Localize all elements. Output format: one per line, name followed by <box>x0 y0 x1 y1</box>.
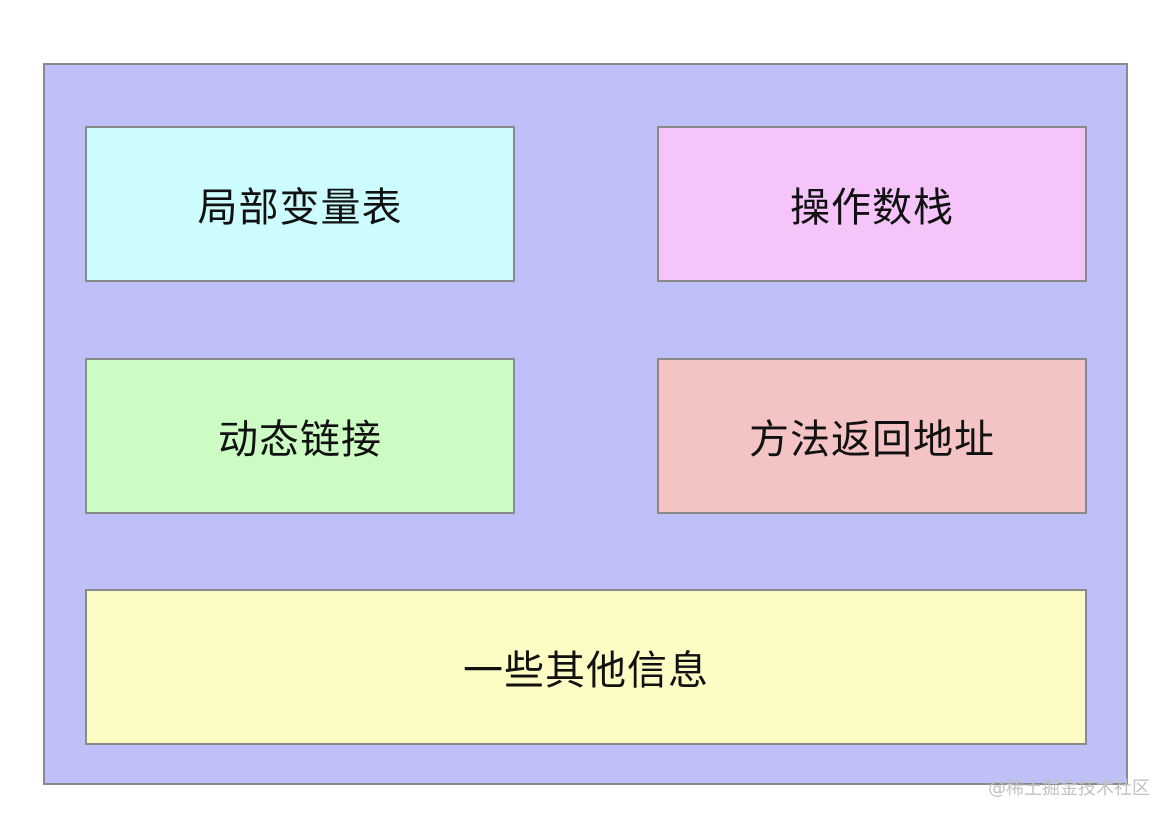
other-info-block: 一些其他信息 <box>85 589 1087 745</box>
return-address-label: 方法返回地址 <box>749 417 995 463</box>
local-variable-table-label: 局部变量表 <box>197 185 403 231</box>
operand-stack-label: 操作数栈 <box>790 185 954 231</box>
other-info-label: 一些其他信息 <box>463 648 709 694</box>
dynamic-linking-block: 动态链接 <box>85 358 515 514</box>
return-address-block: 方法返回地址 <box>657 358 1087 514</box>
local-variable-table-block: 局部变量表 <box>85 126 515 282</box>
watermark-text: @稀土掘金技术社区 <box>988 778 1150 799</box>
dynamic-linking-label: 动态链接 <box>218 417 382 463</box>
operand-stack-block: 操作数栈 <box>657 126 1087 282</box>
